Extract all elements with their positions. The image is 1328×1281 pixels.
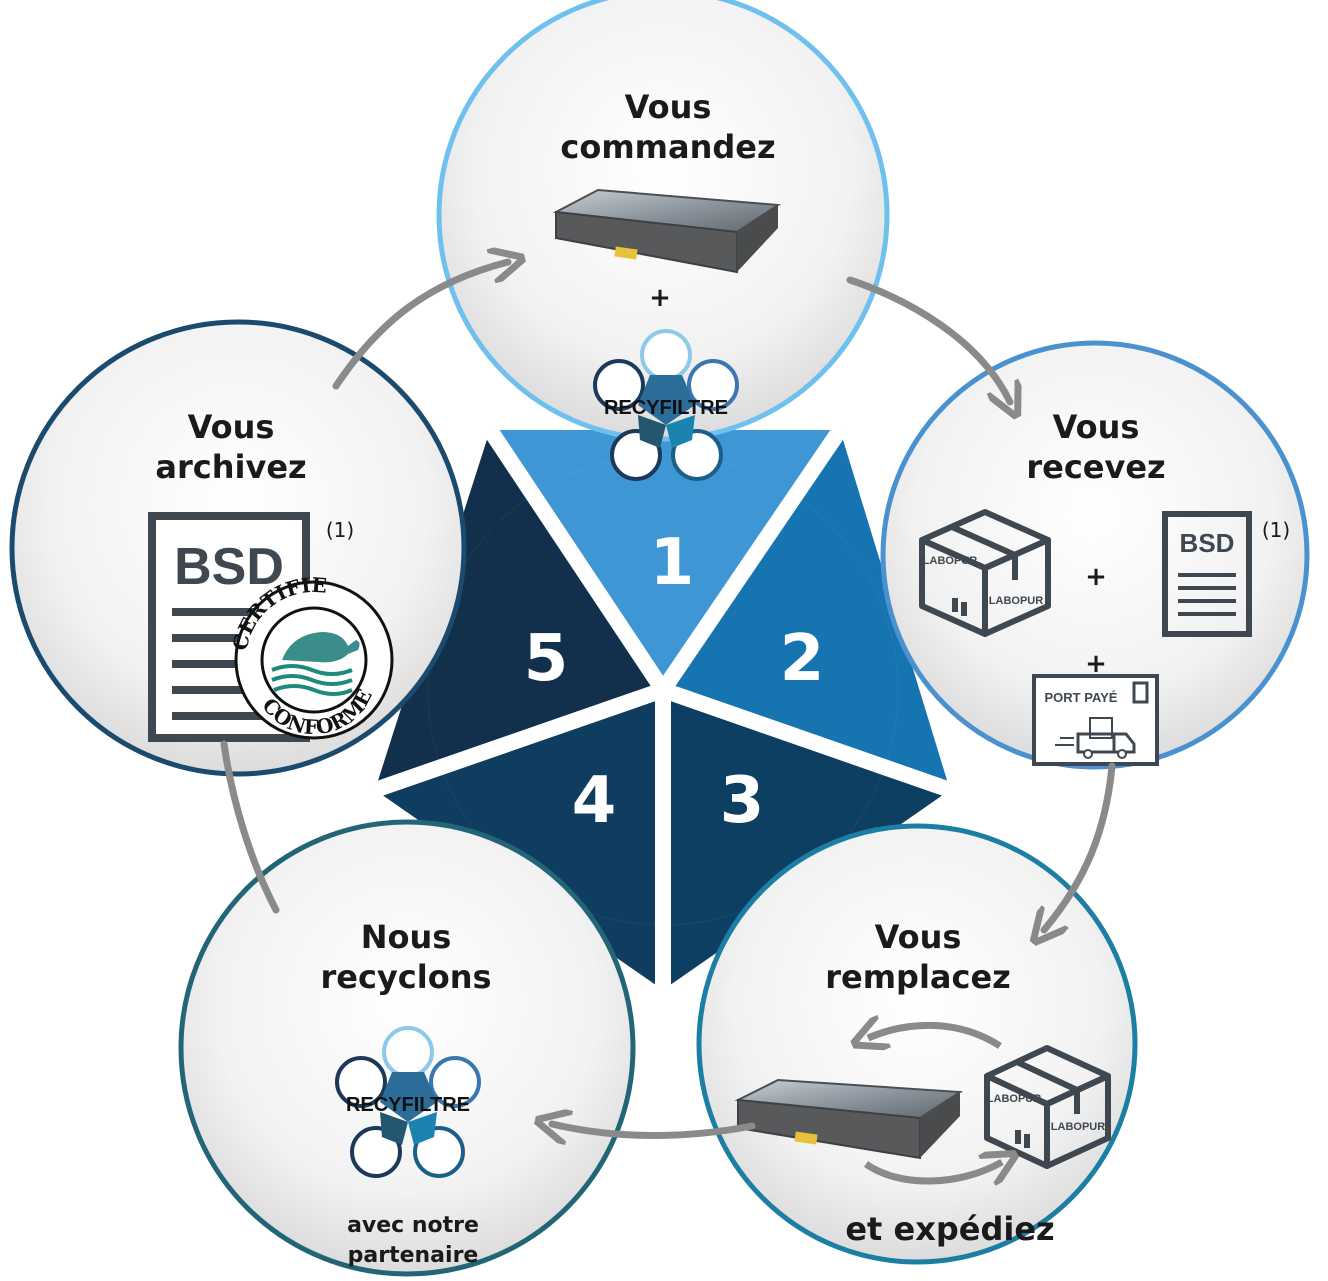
step-2-doc-label: BSD [1180, 528, 1235, 558]
box-icon [984, 1045, 1111, 1169]
step-number-5: 5 [524, 622, 569, 696]
step-number-3: 3 [720, 764, 765, 838]
step-2-doc-note: (1) [1262, 518, 1290, 542]
box-icon [919, 509, 1051, 637]
step-5-title-line2: archivez [155, 448, 306, 486]
wheel-divider-1 [483, 425, 670, 695]
step-1-order: Vous commandez + RECYFILTRE [436, 0, 890, 481]
step-number-1: 1 [650, 526, 695, 600]
step-5-archive: Vous archivez BSD (1) CERTIFIE CONFORME [9, 319, 467, 777]
wheel-divider-3 [660, 682, 953, 798]
step-1-title-line2: commandez [560, 128, 775, 166]
wheel-divider-5 [372, 682, 666, 798]
step-1-title-line1: Vous [625, 88, 712, 126]
step-3-box-label-b: LABOPUR [1051, 1121, 1105, 1133]
step-5-doc-note: (1) [326, 518, 354, 542]
swap-arrow-bottom [863, 1162, 1002, 1181]
step-2-title-line2: recevez [1026, 448, 1165, 486]
arrow-5-to-1 [332, 262, 508, 390]
step-3-replace: Vous remplacez LABOPUR LABOPUR et expédi… [696, 823, 1138, 1265]
step-4-recycle: Nous recyclons RECYFILTRE avec notre par… [178, 819, 636, 1277]
arrow-1-to-2 [846, 276, 1010, 402]
filter-icon [734, 1078, 964, 1160]
cycle-arrows [220, 262, 1116, 1136]
step-1-brand: RECYFILTRE [604, 397, 728, 419]
step-3-title-line2: remplacez [825, 958, 1011, 996]
step-4-footer-line1: avec notre [347, 1213, 479, 1238]
wheel-segment-5 [375, 430, 663, 790]
step-4-brand: RECYFILTRE [346, 1094, 470, 1116]
step-5-doc-label: BSD [174, 538, 284, 596]
step-2-plus-2: + [1085, 649, 1107, 679]
filter-icon [552, 188, 781, 274]
step-4-title-line1: Nous [361, 918, 452, 956]
step-2-box-label-b: LABOPUR [989, 595, 1043, 607]
step-1-plus: + [649, 283, 671, 313]
step-number-4: 4 [572, 764, 617, 838]
step-3-title-line1: Vous [875, 918, 962, 956]
step-4-title-line2: recyclons [320, 958, 491, 996]
recyfiltre-logo: RECYFILTRE [593, 329, 739, 481]
arrow-2-to-3 [1044, 762, 1116, 930]
step-2-receive: Vous recevez LABOPUR LABOPUR + BSD (1) + [880, 340, 1310, 770]
step-4-footer-line2: partenaire [348, 1243, 479, 1268]
arrow-3-to-4 [552, 1124, 756, 1136]
step-2-plus-1: + [1085, 562, 1107, 592]
wheel-segment-2 [663, 430, 950, 790]
wheel-divider-2 [656, 425, 847, 695]
step-3-footer: et expédiez [845, 1210, 1054, 1248]
wheel-segment-1 [490, 430, 840, 690]
recyfiltre-logo: RECYFILTRE [335, 1026, 481, 1178]
step-3-box-label-a: LABOPUR [987, 1093, 1041, 1105]
step-5-title-line1: Vous [188, 408, 275, 446]
step-2-title-line1: Vous [1053, 408, 1140, 446]
step-number-2: 2 [780, 622, 825, 696]
postage-paid-label-icon [1032, 674, 1159, 766]
step-2-box-label-a: LABOPUR [923, 555, 977, 567]
swap-arrow-top [868, 1025, 1002, 1046]
step-2-postal-label: PORT PAYÉ [1045, 690, 1118, 705]
step-2-circle [880, 340, 1310, 770]
bsd-document-icon [1162, 511, 1252, 637]
arrow-4-to-5 [220, 740, 280, 914]
